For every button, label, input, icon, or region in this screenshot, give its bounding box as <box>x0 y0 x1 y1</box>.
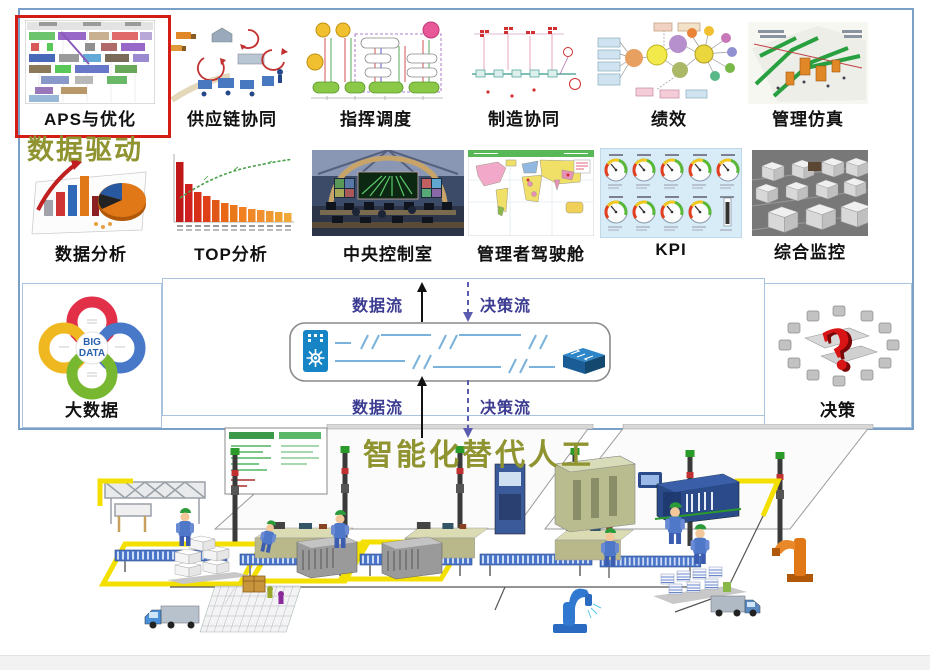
tile-top-analysis: TOP分析 <box>164 148 298 264</box>
small-figure-1 <box>278 591 284 597</box>
big-data-panel: BIG DATA 大数据 <box>22 283 162 428</box>
tile-dispatch-label: 指挥调度 <box>340 110 412 129</box>
orange-robot-icon <box>772 538 813 582</box>
tile-cockpit-label: 管理者驾驶舱 <box>477 245 585 264</box>
bus-lines <box>335 334 555 374</box>
data-flow-label-top: 数据流 <box>352 298 404 315</box>
machine-booth <box>554 455 662 533</box>
tile-kpi-label: KPI <box>655 240 687 259</box>
tile-kpi: KPI <box>600 148 742 259</box>
data-flow-label-bottom: 数据流 <box>352 400 404 417</box>
tile-supply-chain: 供应链协同 <box>168 20 296 129</box>
svg-text:BIG: BIG <box>83 337 101 348</box>
truck-left-icon <box>144 605 200 629</box>
svg-text:DATA: DATA <box>79 348 105 359</box>
tile-aps: APS与优化 <box>25 20 155 129</box>
tile-data-analysis-label: 数据分析 <box>55 245 127 264</box>
tile-performance-label: 绩效 <box>651 110 687 129</box>
router-icon <box>303 330 328 372</box>
kpi-gauges-thumbnail <box>600 148 742 238</box>
tile-aps-label: APS与优化 <box>44 110 136 129</box>
pallet-stack-left <box>167 535 251 584</box>
tile-monitoring-label: 综合监控 <box>774 243 846 262</box>
truck-right-icon <box>710 595 761 617</box>
tile-control-room-label: 中央控制室 <box>343 245 433 264</box>
network-bus-icon <box>289 322 611 382</box>
gantry-crane <box>104 481 206 532</box>
big-data-label: 大数据 <box>65 401 119 420</box>
tile-cockpit: 管理者驾驶舱 <box>468 150 594 264</box>
robot-arm-icon <box>553 588 602 633</box>
mesh-fence <box>199 585 302 633</box>
canopy-monitor-icon <box>224 427 328 495</box>
cnc-machine <box>494 463 526 535</box>
tile-monitoring: 综合监控 <box>752 150 868 262</box>
supply-chain-thumbnail <box>168 20 296 104</box>
intelligent-title-overlay: 智能化替代人工 <box>363 439 594 472</box>
decision-panel: ? ? 决策 <box>764 283 912 428</box>
pallet-warehouse <box>653 566 747 604</box>
decision-flow-label-bottom: 决策流 <box>480 400 532 417</box>
generator-machine-1 <box>296 535 358 579</box>
data-analysis-thumbnail <box>30 148 152 236</box>
tile-top-analysis-label: TOP分析 <box>194 245 268 264</box>
generator-machine-2 <box>381 536 443 580</box>
simulation-3d-thumbnail <box>748 22 868 104</box>
monitoring-3d-thumbnail <box>752 150 868 236</box>
tile-data-analysis: 数据分析 <box>30 148 152 264</box>
tile-simulation-label: 管理仿真 <box>772 110 844 129</box>
tile-control-room: 中央控制室 <box>312 150 464 264</box>
aps-gantt-thumbnail <box>25 20 155 104</box>
tile-performance: 绩效 <box>596 20 742 129</box>
pareto-chart-thumbnail <box>164 148 298 236</box>
dispatch-flowchart-thumbnail <box>305 18 447 104</box>
tile-simulation: 管理仿真 <box>748 22 868 129</box>
flow-arrows <box>417 282 473 438</box>
aps-highlight-box <box>15 15 171 138</box>
tile-dispatch: 指挥调度 <box>305 18 447 129</box>
tile-supply-chain-label: 供应链协同 <box>187 110 277 129</box>
control-room-thumbnail <box>312 150 464 236</box>
world-map-thumbnail <box>468 150 594 236</box>
mfg-collab-thumbnail <box>464 22 584 104</box>
decision-flow-label-top: 决策流 <box>480 298 532 315</box>
tile-mfg-collab: 制造协同 <box>464 22 584 129</box>
performance-map-thumbnail <box>596 20 742 104</box>
switch-icon <box>563 348 605 374</box>
tile-mfg-collab-label: 制造协同 <box>488 110 560 129</box>
decision-label: 决策 <box>820 401 856 420</box>
bottom-bar <box>0 655 930 670</box>
small-figure-2 <box>267 586 273 592</box>
factory-floor-illustration <box>97 424 874 633</box>
data-driven-overlay: 数据驱动 <box>27 135 143 165</box>
big-data-rings-icon: BIG DATA <box>38 296 146 400</box>
decision-table-icon: ? ? <box>778 305 900 388</box>
